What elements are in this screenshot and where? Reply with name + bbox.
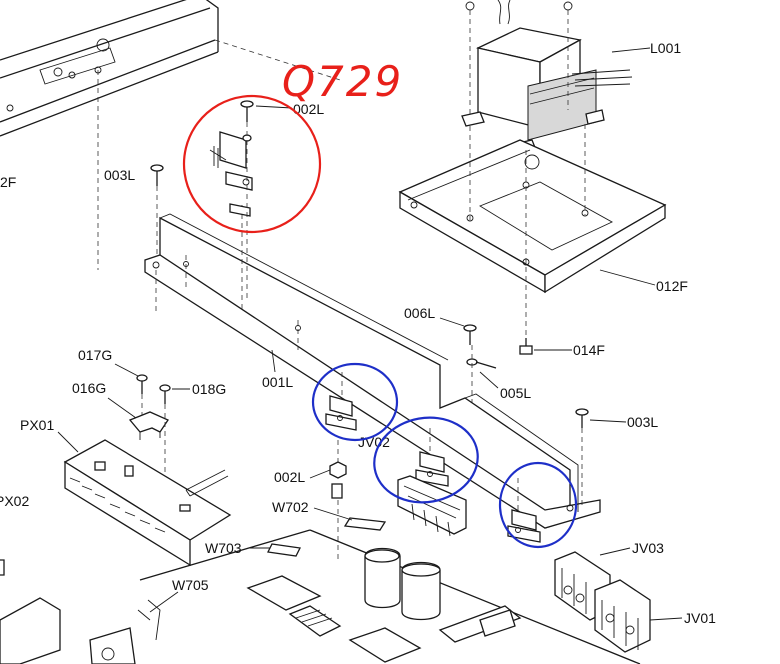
board-px01 [63, 439, 232, 567]
screw-003l-right [575, 408, 589, 505]
part-label-017g: 017G [78, 347, 112, 363]
mounting-plate-012f [398, 124, 667, 340]
part-label-012f: 012F [656, 278, 688, 294]
chassis-rail [0, 0, 341, 270]
part-label-006l: 006L [404, 305, 435, 321]
part-label-005l: 005L [500, 385, 531, 401]
part-label-003l-left: 003L [104, 167, 135, 183]
blue-annotation-circle-2 [373, 416, 479, 504]
heatsink-board-001l [144, 205, 601, 529]
part-label-w702: W702 [272, 499, 309, 515]
part-label-016g: 016G [72, 380, 106, 396]
handwritten-q729-note: Q729 [282, 57, 403, 106]
main-board [0, 517, 641, 664]
part-label-w705: W705 [172, 577, 209, 593]
screw-014f [519, 338, 533, 355]
part-label-px01: PX01 [20, 417, 54, 433]
transistor-blue-1 [325, 372, 357, 431]
red-annotation-circle [182, 94, 322, 234]
transistor-blue-2 [415, 428, 449, 487]
connector-jv02 [397, 475, 467, 537]
part-label-014f: 014F [573, 342, 605, 358]
part-label-002l-top: 002L [293, 101, 324, 117]
connector-jv01 [594, 579, 651, 653]
blue-annotation-circle-1 [311, 362, 399, 442]
part-label-018g: 018G [192, 381, 226, 397]
part-label-003l-right: 003L [627, 414, 658, 430]
transistor-q729 [209, 100, 254, 300]
bracket-016g [128, 374, 171, 485]
transformer-l001 [461, 0, 633, 155]
part-label-001l: 001L [262, 374, 293, 390]
part-label-l001: L001 [650, 40, 681, 56]
part-label-jv03: JV03 [632, 540, 664, 556]
part-label-w703: W703 [205, 540, 242, 556]
screw-003l-left [150, 164, 164, 258]
blue-annotation-circle-3 [498, 461, 578, 549]
screw-002l-mid [329, 440, 347, 560]
screw-006l [463, 324, 477, 345]
part-label-px02: PX02 [0, 493, 29, 509]
edge-mark [0, 559, 5, 576]
part-label-002l-mid: 002L [274, 469, 305, 485]
part-label-jv01: JV01 [684, 610, 716, 626]
part-label-2f: 2F [0, 174, 16, 190]
